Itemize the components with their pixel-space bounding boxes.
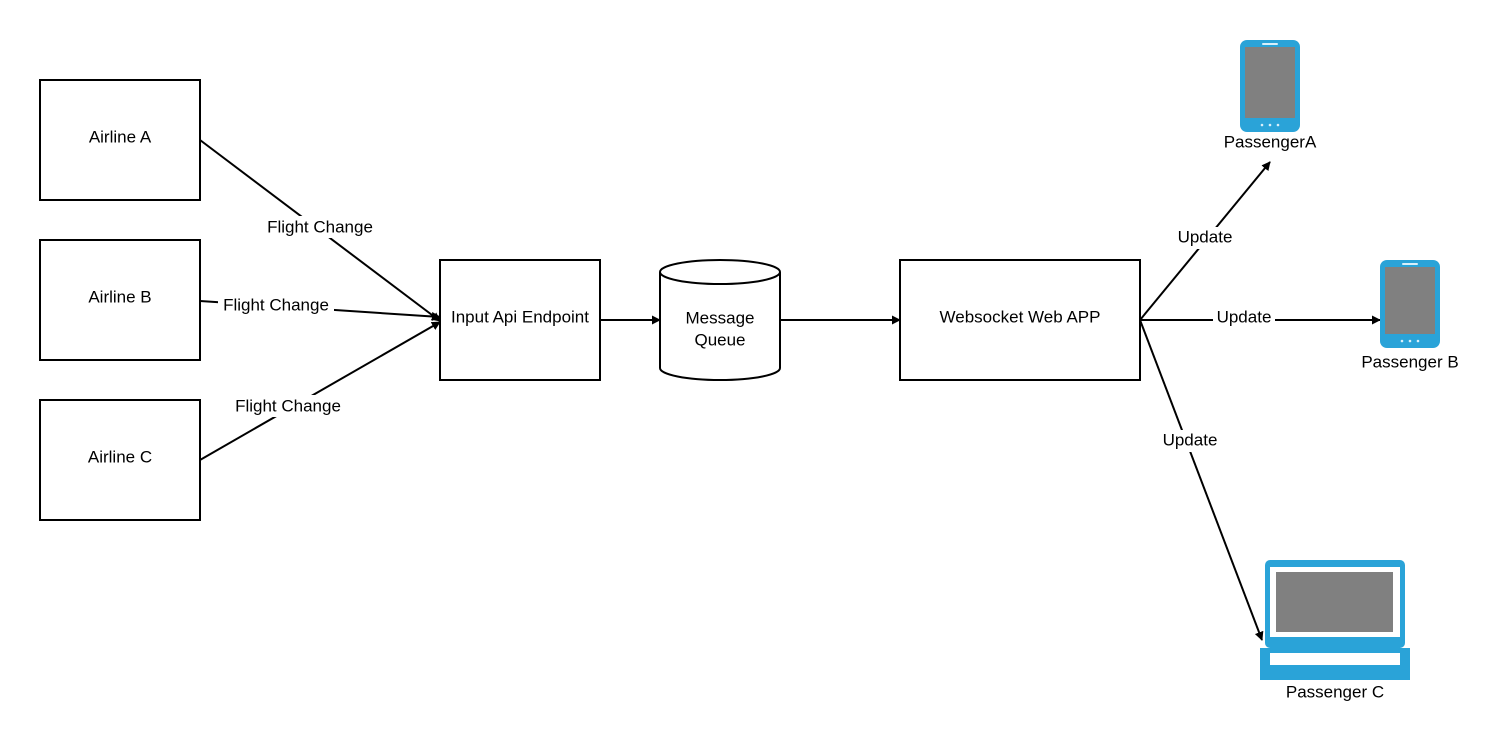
passenger-c-label: Passenger C bbox=[1286, 682, 1384, 701]
edge-label-airline-c: Flight Change bbox=[235, 396, 341, 415]
websocket-node: Websocket Web APP bbox=[899, 259, 1141, 381]
airline-a-label: Airline A bbox=[89, 127, 152, 146]
airline-c-label: Airline C bbox=[88, 447, 152, 466]
message-queue-node: Message Queue bbox=[659, 259, 781, 381]
message-queue-label-line2: Queue bbox=[694, 330, 745, 349]
airline-b-label: Airline B bbox=[88, 287, 151, 306]
edge-label-passenger-b: Update bbox=[1217, 307, 1272, 326]
edge-airline-c-to-api bbox=[199, 321, 441, 461]
edge-websocket-to-passenger-c bbox=[1139, 319, 1264, 641]
laptop-icon-passenger-c bbox=[1260, 560, 1410, 680]
passenger-b-label: Passenger B bbox=[1361, 352, 1458, 371]
edge-label-passenger-c: Update bbox=[1163, 430, 1218, 449]
passenger-a-label: PassengerA bbox=[1224, 132, 1317, 151]
airline-a-node: Airline A bbox=[39, 79, 201, 201]
airline-b-node: Airline B bbox=[39, 239, 201, 361]
input-api-label: Input Api Endpoint bbox=[451, 307, 589, 326]
airline-c-node: Airline C bbox=[39, 399, 201, 521]
input-api-node: Input Api Endpoint bbox=[439, 259, 601, 381]
edge-label-passenger-a: Update bbox=[1178, 227, 1233, 246]
edge-label-airline-b: Flight Change bbox=[223, 295, 329, 314]
tablet-icon-passenger-a bbox=[1240, 40, 1300, 132]
message-queue-label-line1: Message bbox=[686, 308, 755, 327]
edge-label-airline-a: Flight Change bbox=[267, 217, 373, 236]
tablet-icon-passenger-b bbox=[1380, 260, 1440, 348]
websocket-label: Websocket Web APP bbox=[940, 307, 1101, 326]
